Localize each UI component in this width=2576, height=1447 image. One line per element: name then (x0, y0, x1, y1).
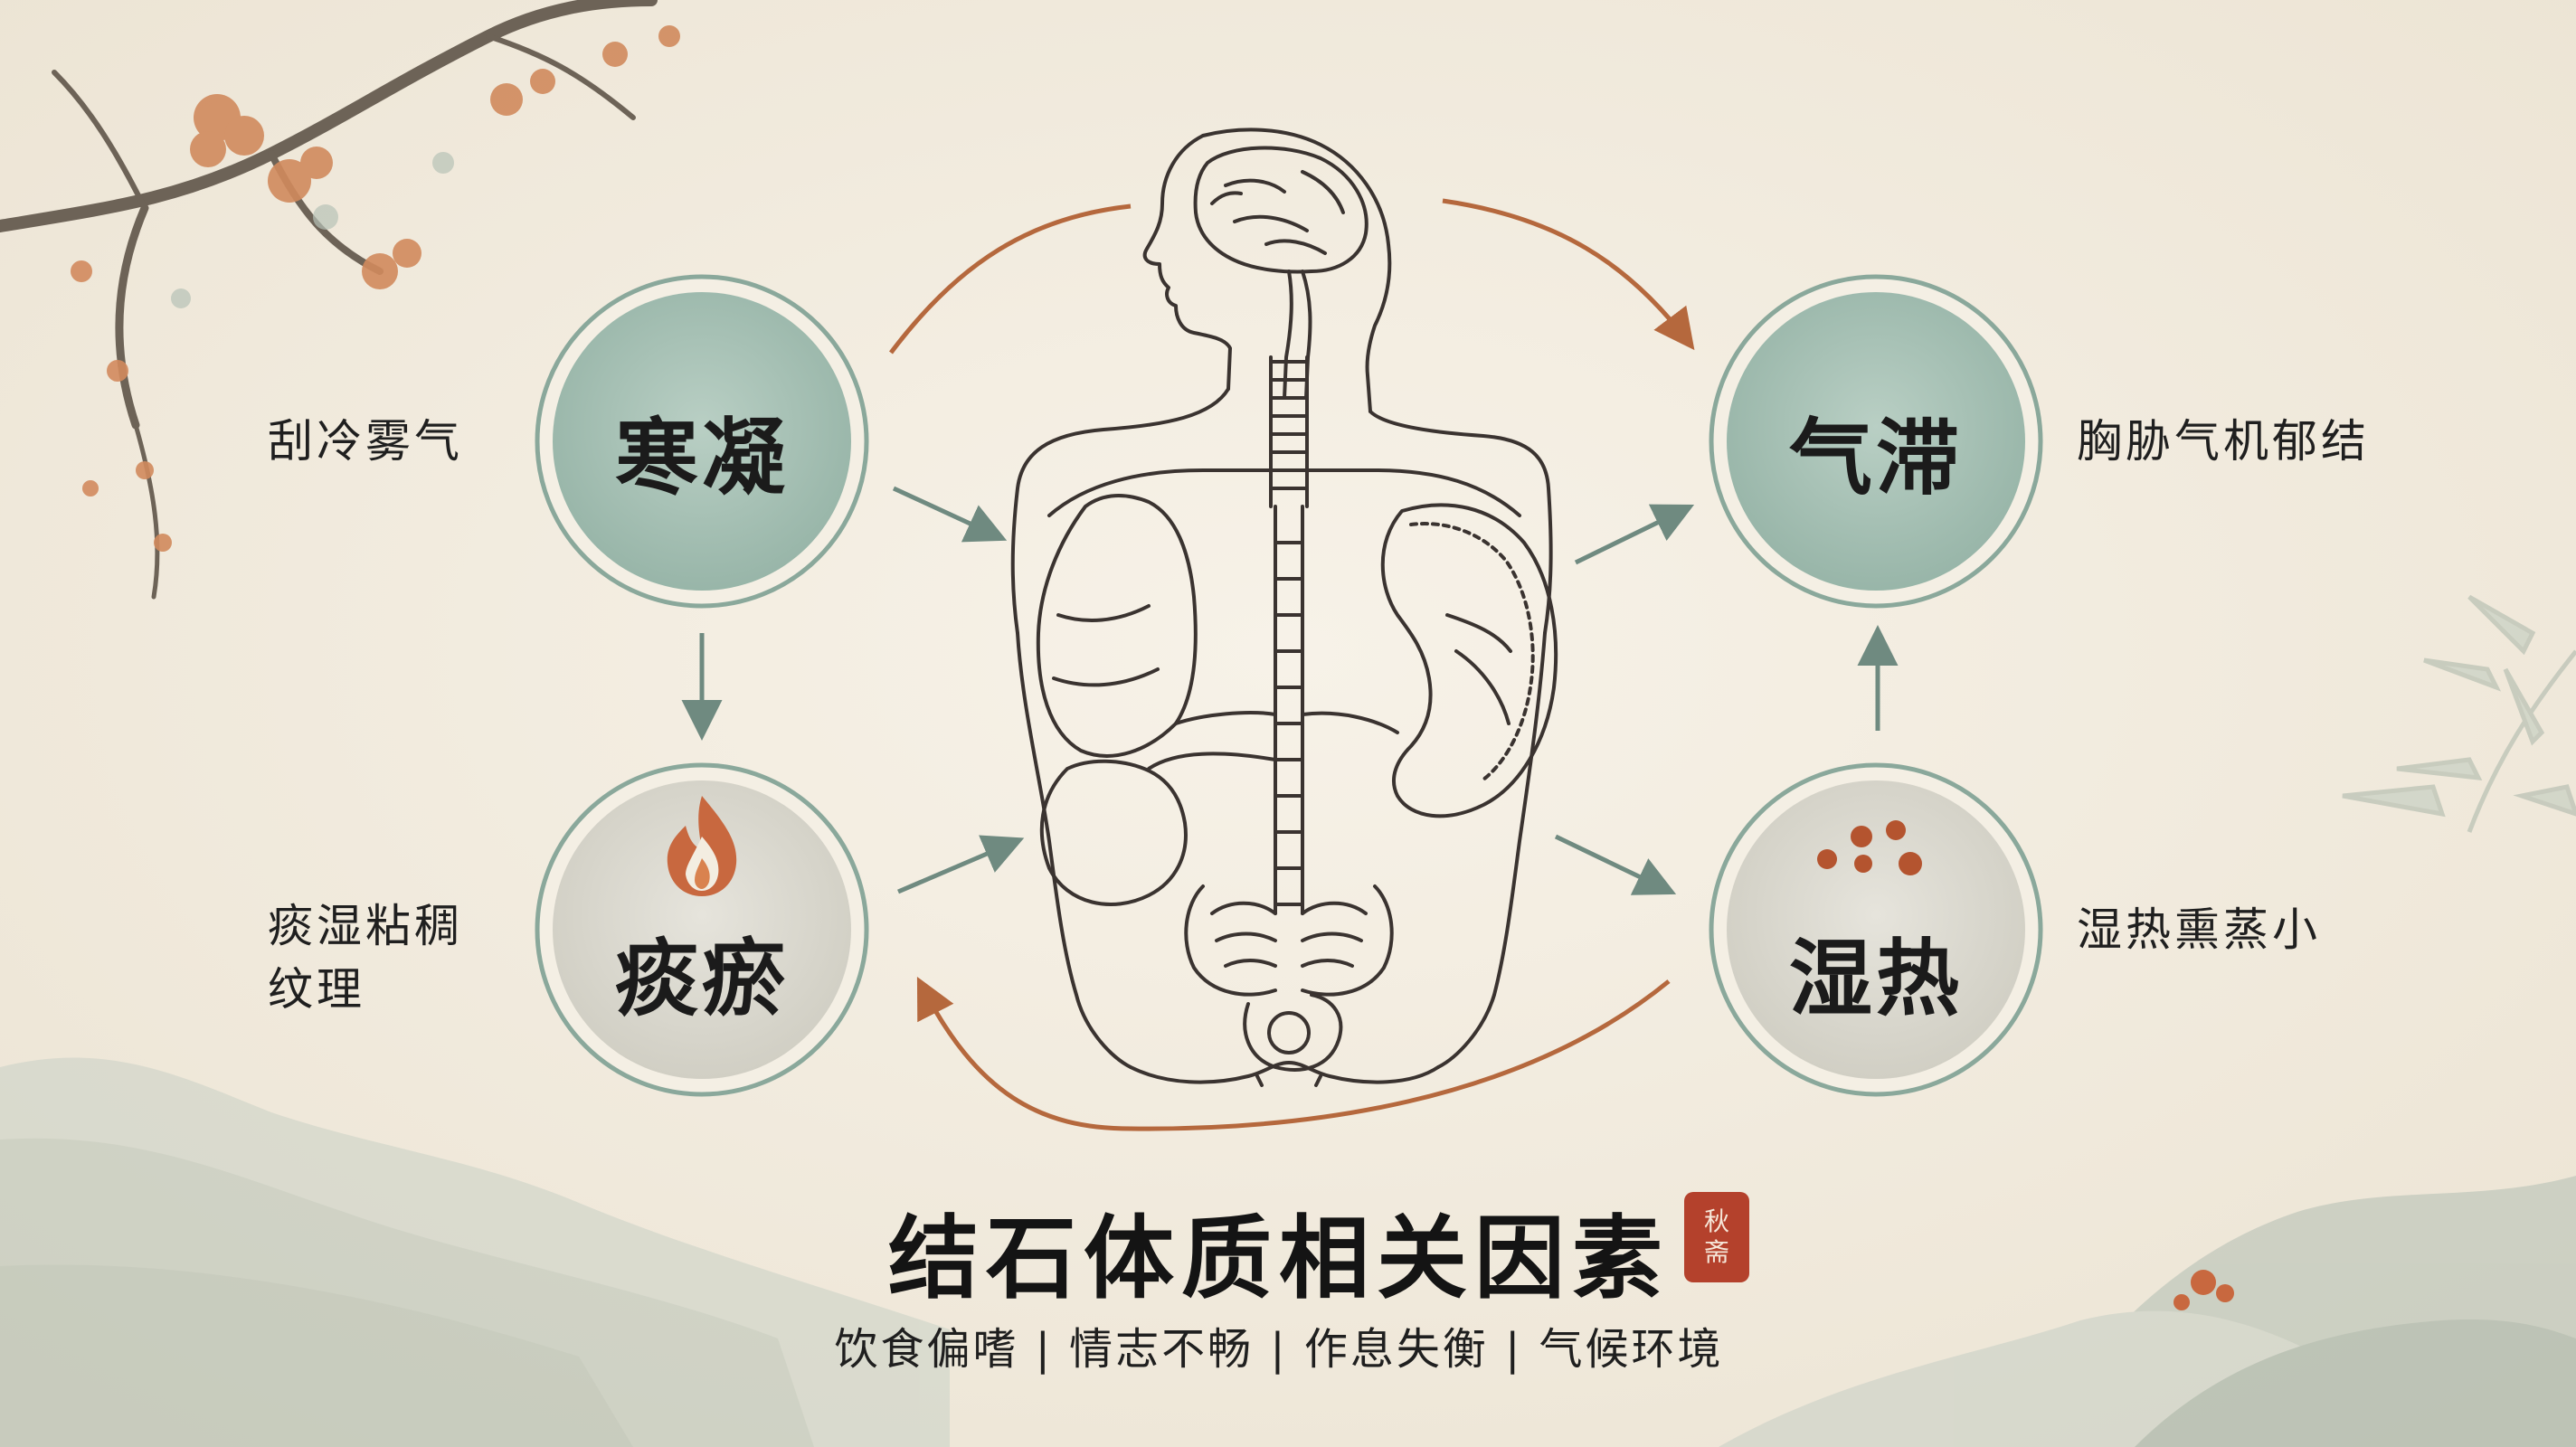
note-qizhi: 胸胁气机郁结 (2077, 415, 2370, 468)
node-label-qizhi[interactable]: 气滞 (1788, 409, 1963, 506)
seal-stamp: 秋 斋 (1684, 1192, 1749, 1282)
node-label-shire[interactable]: 湿热 (1788, 930, 1963, 1027)
arrow-body-to-shire (1554, 834, 1677, 895)
arrow-tanyu-to-body (897, 835, 1025, 894)
note-shire: 湿热熏蒸小 (2077, 903, 2321, 956)
arc-bottom (916, 976, 1671, 1131)
node-label-hanning[interactable]: 寒凝 (614, 409, 789, 506)
seal-char-1: 秋 (1703, 1206, 1729, 1236)
seal-char-2: 斋 (1703, 1237, 1729, 1267)
node-circle-qizhi (1709, 274, 2043, 609)
mountain-right-icon (1719, 1176, 2576, 1447)
human-anatomy-icon (1010, 128, 1558, 1087)
bamboo-icon (2342, 594, 2576, 833)
arc-top-right (1442, 198, 1695, 351)
arrow-body-to-qizhi (1574, 504, 1695, 565)
note-tanyu-line1: 痰湿粘稠 (268, 900, 463, 952)
page-subtitle: 饮食偏嗜 | 情志不畅 | 作息失衡 | 气候环境 (834, 1324, 1724, 1375)
node-circle-tanyu (535, 762, 869, 1097)
mountain-left-icon (0, 1057, 950, 1447)
dots-icon (1817, 820, 1922, 875)
note-tanyu-line2: 纹理 (268, 963, 365, 1016)
node-circle-hanning (535, 274, 869, 609)
node-label-tanyu[interactable]: 痰瘀 (614, 930, 789, 1027)
arc-top-left (889, 203, 1132, 355)
plum-blossoms-icon (71, 25, 680, 552)
arrow-hanning-to-body (892, 486, 1008, 543)
node-circle-shire (1709, 762, 2043, 1097)
flame-icon (667, 796, 737, 896)
note-hanning: 刮冷雾气 (268, 415, 463, 468)
page-title: 结石体质相关因素 (888, 1205, 1670, 1311)
small-blossom-icon (2174, 1270, 2234, 1310)
